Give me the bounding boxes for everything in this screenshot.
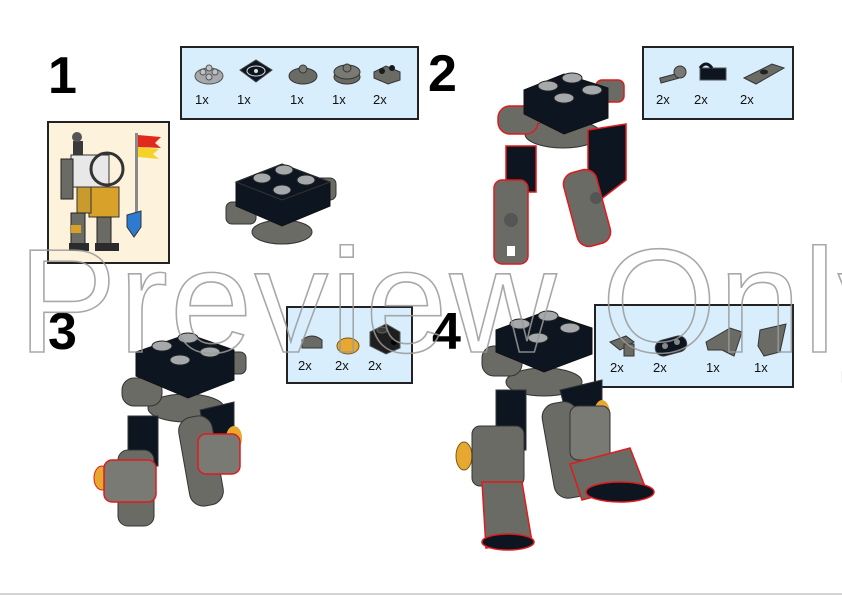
part-qty: 1x <box>706 360 720 375</box>
wedge-left-dark-gray-icon <box>705 327 743 357</box>
part-qty: 2x <box>656 92 670 107</box>
mech-knight-illustration <box>60 132 161 251</box>
step-2-assembly-illustration <box>493 72 627 265</box>
step-1-assembly-illustration <box>225 163 337 245</box>
part-qty: 1x <box>290 92 304 107</box>
step-number-2: 2 <box>428 45 457 103</box>
turntable-plate-black-icon <box>239 59 273 83</box>
step-3-assembly-illustration <box>93 332 247 527</box>
part-qty: 1x <box>237 92 251 107</box>
step-4-assembly-illustration <box>455 310 655 551</box>
clip-dark-gray-icon <box>609 335 635 357</box>
part-qty: 1x <box>332 92 346 107</box>
part-qty: 1x <box>195 92 209 107</box>
part-qty: 2x <box>298 358 312 373</box>
step-number-1: 1 <box>48 47 77 105</box>
parts-callout-step-4: 2x 2x 1x 1x <box>594 304 794 388</box>
part-qty: 2x <box>653 360 667 375</box>
parts-callout-step-3: 2x 2x 2x <box>286 306 413 384</box>
parts-callout-step-2: 2x 2x 2x <box>642 46 794 120</box>
round-tile-gold-icon <box>336 337 360 355</box>
part-qty: 1x <box>754 360 768 375</box>
part-qty: 2x <box>335 358 349 373</box>
hinge-plate-dark-gray-icon <box>742 63 786 85</box>
clip-plate-dark-gray-icon <box>373 65 401 85</box>
round-plate-light-gray-icon <box>194 64 224 85</box>
page-bottom-rule <box>0 593 842 595</box>
wedge-right-dark-gray-icon <box>757 323 787 357</box>
step-number-4: 4 <box>432 303 461 361</box>
part-qty: 2x <box>368 358 382 373</box>
finished-model-preview <box>47 121 170 264</box>
plate-1x2-rounded-black-icon <box>654 335 688 357</box>
step-number-3: 3 <box>48 303 77 361</box>
part-qty: 2x <box>740 92 754 107</box>
parts-callout-step-1: 1x 1x 1x 1x 2x <box>180 46 419 120</box>
brick-with-side-stud-black-icon <box>369 323 401 355</box>
clip-bracket-black-icon <box>698 62 727 81</box>
round-brick-dark-gray-icon <box>333 63 361 85</box>
curved-tile-dark-gray-icon <box>301 335 323 349</box>
round-plate-dark-gray-icon <box>288 64 318 85</box>
ball-joint-bar-icon <box>659 65 687 84</box>
part-qty: 2x <box>610 360 624 375</box>
part-qty: 2x <box>373 92 387 107</box>
part-qty: 2x <box>694 92 708 107</box>
